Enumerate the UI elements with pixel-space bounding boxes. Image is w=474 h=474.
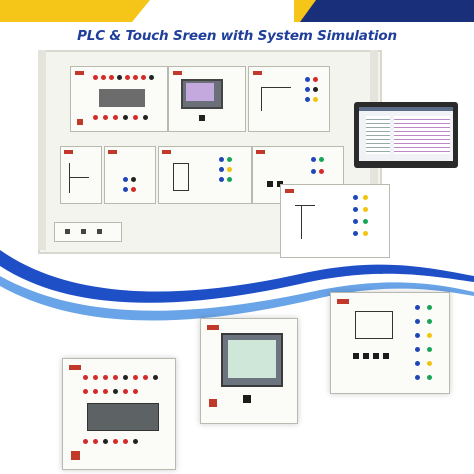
sim-panel-2: [104, 146, 156, 204]
sim-panel-1: [60, 146, 102, 204]
sim-panel-3: [158, 146, 252, 204]
corner-accent-right: [294, 0, 474, 22]
frame-post-left: [38, 50, 46, 250]
corner-accent-left: [0, 0, 150, 22]
io-panel-top: [248, 66, 330, 132]
tablet-computer-icon: [354, 102, 458, 168]
page-title: PLC & Touch Sreen with System Simulation: [77, 28, 397, 44]
process-sim-panel: [280, 184, 390, 258]
plc-panel: [70, 66, 168, 132]
zoom-hmi-panel: [200, 318, 298, 424]
wave-decoration: [0, 250, 474, 321]
zoom-process-panel: [330, 292, 450, 394]
hmi-panel: [168, 66, 246, 132]
power-socket-strip: [54, 222, 122, 242]
hmi-touch-screen-icon: [221, 333, 283, 387]
zoom-plc-panel: [62, 358, 176, 470]
